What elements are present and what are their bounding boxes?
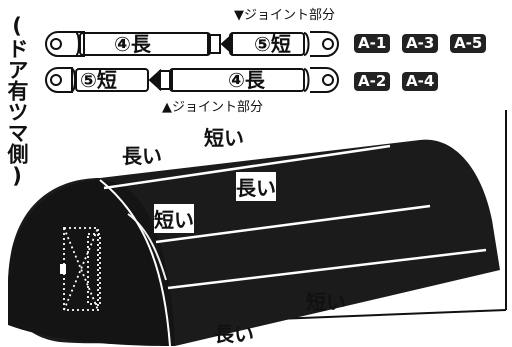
code-badge-a2: A-2 bbox=[354, 72, 391, 91]
tent-label-short-mid: 短い bbox=[154, 204, 194, 233]
pipe-top-pos-a: ④長 bbox=[114, 32, 151, 56]
pipe-top-pos-b: ⑤短 bbox=[254, 32, 291, 56]
code-badge-a3: A-3 bbox=[402, 34, 439, 53]
tent-illustration bbox=[8, 110, 507, 347]
code-badge-a5: A-5 bbox=[450, 34, 487, 53]
tent-label-long-mid: 長い bbox=[236, 172, 276, 201]
tent-label-long-bottom: 長い bbox=[214, 322, 254, 346]
code-badge-a1: A-1 bbox=[354, 34, 391, 53]
pipe-bottom-pos-a: ⑤短 bbox=[80, 68, 117, 92]
code-badge-a4: A-4 bbox=[402, 72, 439, 91]
pipe-diagram-bottom bbox=[44, 67, 339, 93]
pipe-top-joint-label: ▼ジョイント部分 bbox=[234, 8, 335, 23]
tent-label-short-bottom: 短い bbox=[306, 290, 346, 314]
side-title-text: (ドア有ツマ側) bbox=[5, 14, 29, 188]
side-title: (ドア有ツマ側) bbox=[4, 14, 30, 188]
tent-label-long-top-left: 長い bbox=[122, 144, 162, 168]
pipe-diagram-top bbox=[44, 31, 339, 57]
pipe-bottom-joint-label: ▲ジョイント部分 bbox=[162, 100, 263, 115]
pipe-bottom-pos-b: ④長 bbox=[228, 68, 265, 92]
tent-label-short-top: 短い bbox=[204, 126, 244, 150]
